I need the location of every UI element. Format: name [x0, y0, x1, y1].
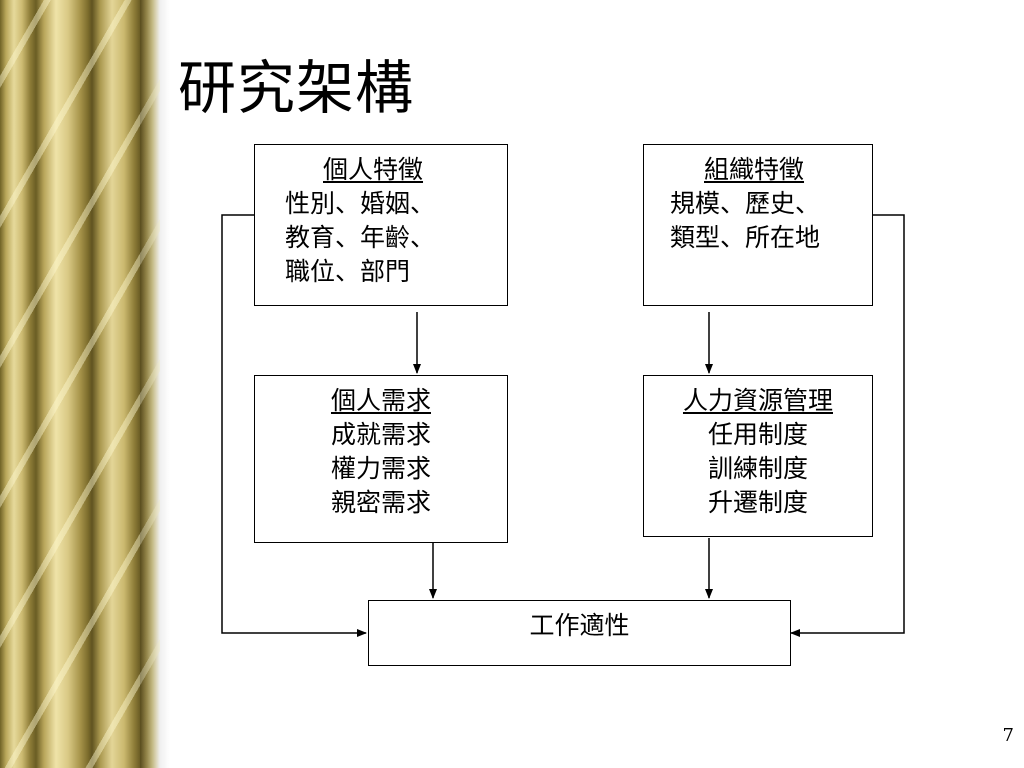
box-line: 權力需求 [330, 454, 431, 483]
box-line: 成就需求 [330, 420, 431, 449]
arrow-organization-to-fit [790, 214, 905, 637]
box-line: 性別、婚姻、 [285, 189, 436, 218]
box-line: 規模、歷史、 [670, 189, 821, 218]
box-line: 升遷制度 [707, 488, 808, 517]
decorative-gold-pillar [0, 0, 160, 768]
job-fit-box: 工作適性 [368, 600, 791, 666]
box-heading: 個人需求 [330, 386, 431, 415]
human-resource-management-box: 人力資源管理 任用制度 訓練制度 升遷制度 [643, 375, 873, 537]
personal-characteristics-box: 個人特徵 性別、婚姻、 教育、年齡、 職位、部門 [254, 144, 508, 306]
slide-title: 研究架構 [178, 54, 415, 122]
box-heading: 個人特徵 [323, 155, 424, 184]
box-line: 職位、部門 [285, 257, 411, 286]
box-line: 訓練制度 [707, 454, 808, 483]
box-line: 類型、所在地 [670, 223, 821, 252]
box-line: 任用制度 [707, 420, 808, 449]
box-label: 工作適性 [529, 611, 630, 640]
box-heading: 組織特徵 [704, 155, 805, 184]
pillar-shadow [140, 0, 170, 768]
arrow-personal-to-fit [221, 214, 367, 637]
box-heading: 人力資源管理 [682, 386, 833, 415]
box-line: 親密需求 [330, 488, 431, 517]
box-line: 教育、年齡、 [285, 223, 436, 252]
personal-needs-box: 個人需求 成就需求 權力需求 親密需求 [254, 375, 508, 543]
organization-characteristics-box: 組織特徵 規模、歷史、 類型、所在地 [643, 144, 873, 306]
page-number: 7 [1002, 725, 1014, 746]
